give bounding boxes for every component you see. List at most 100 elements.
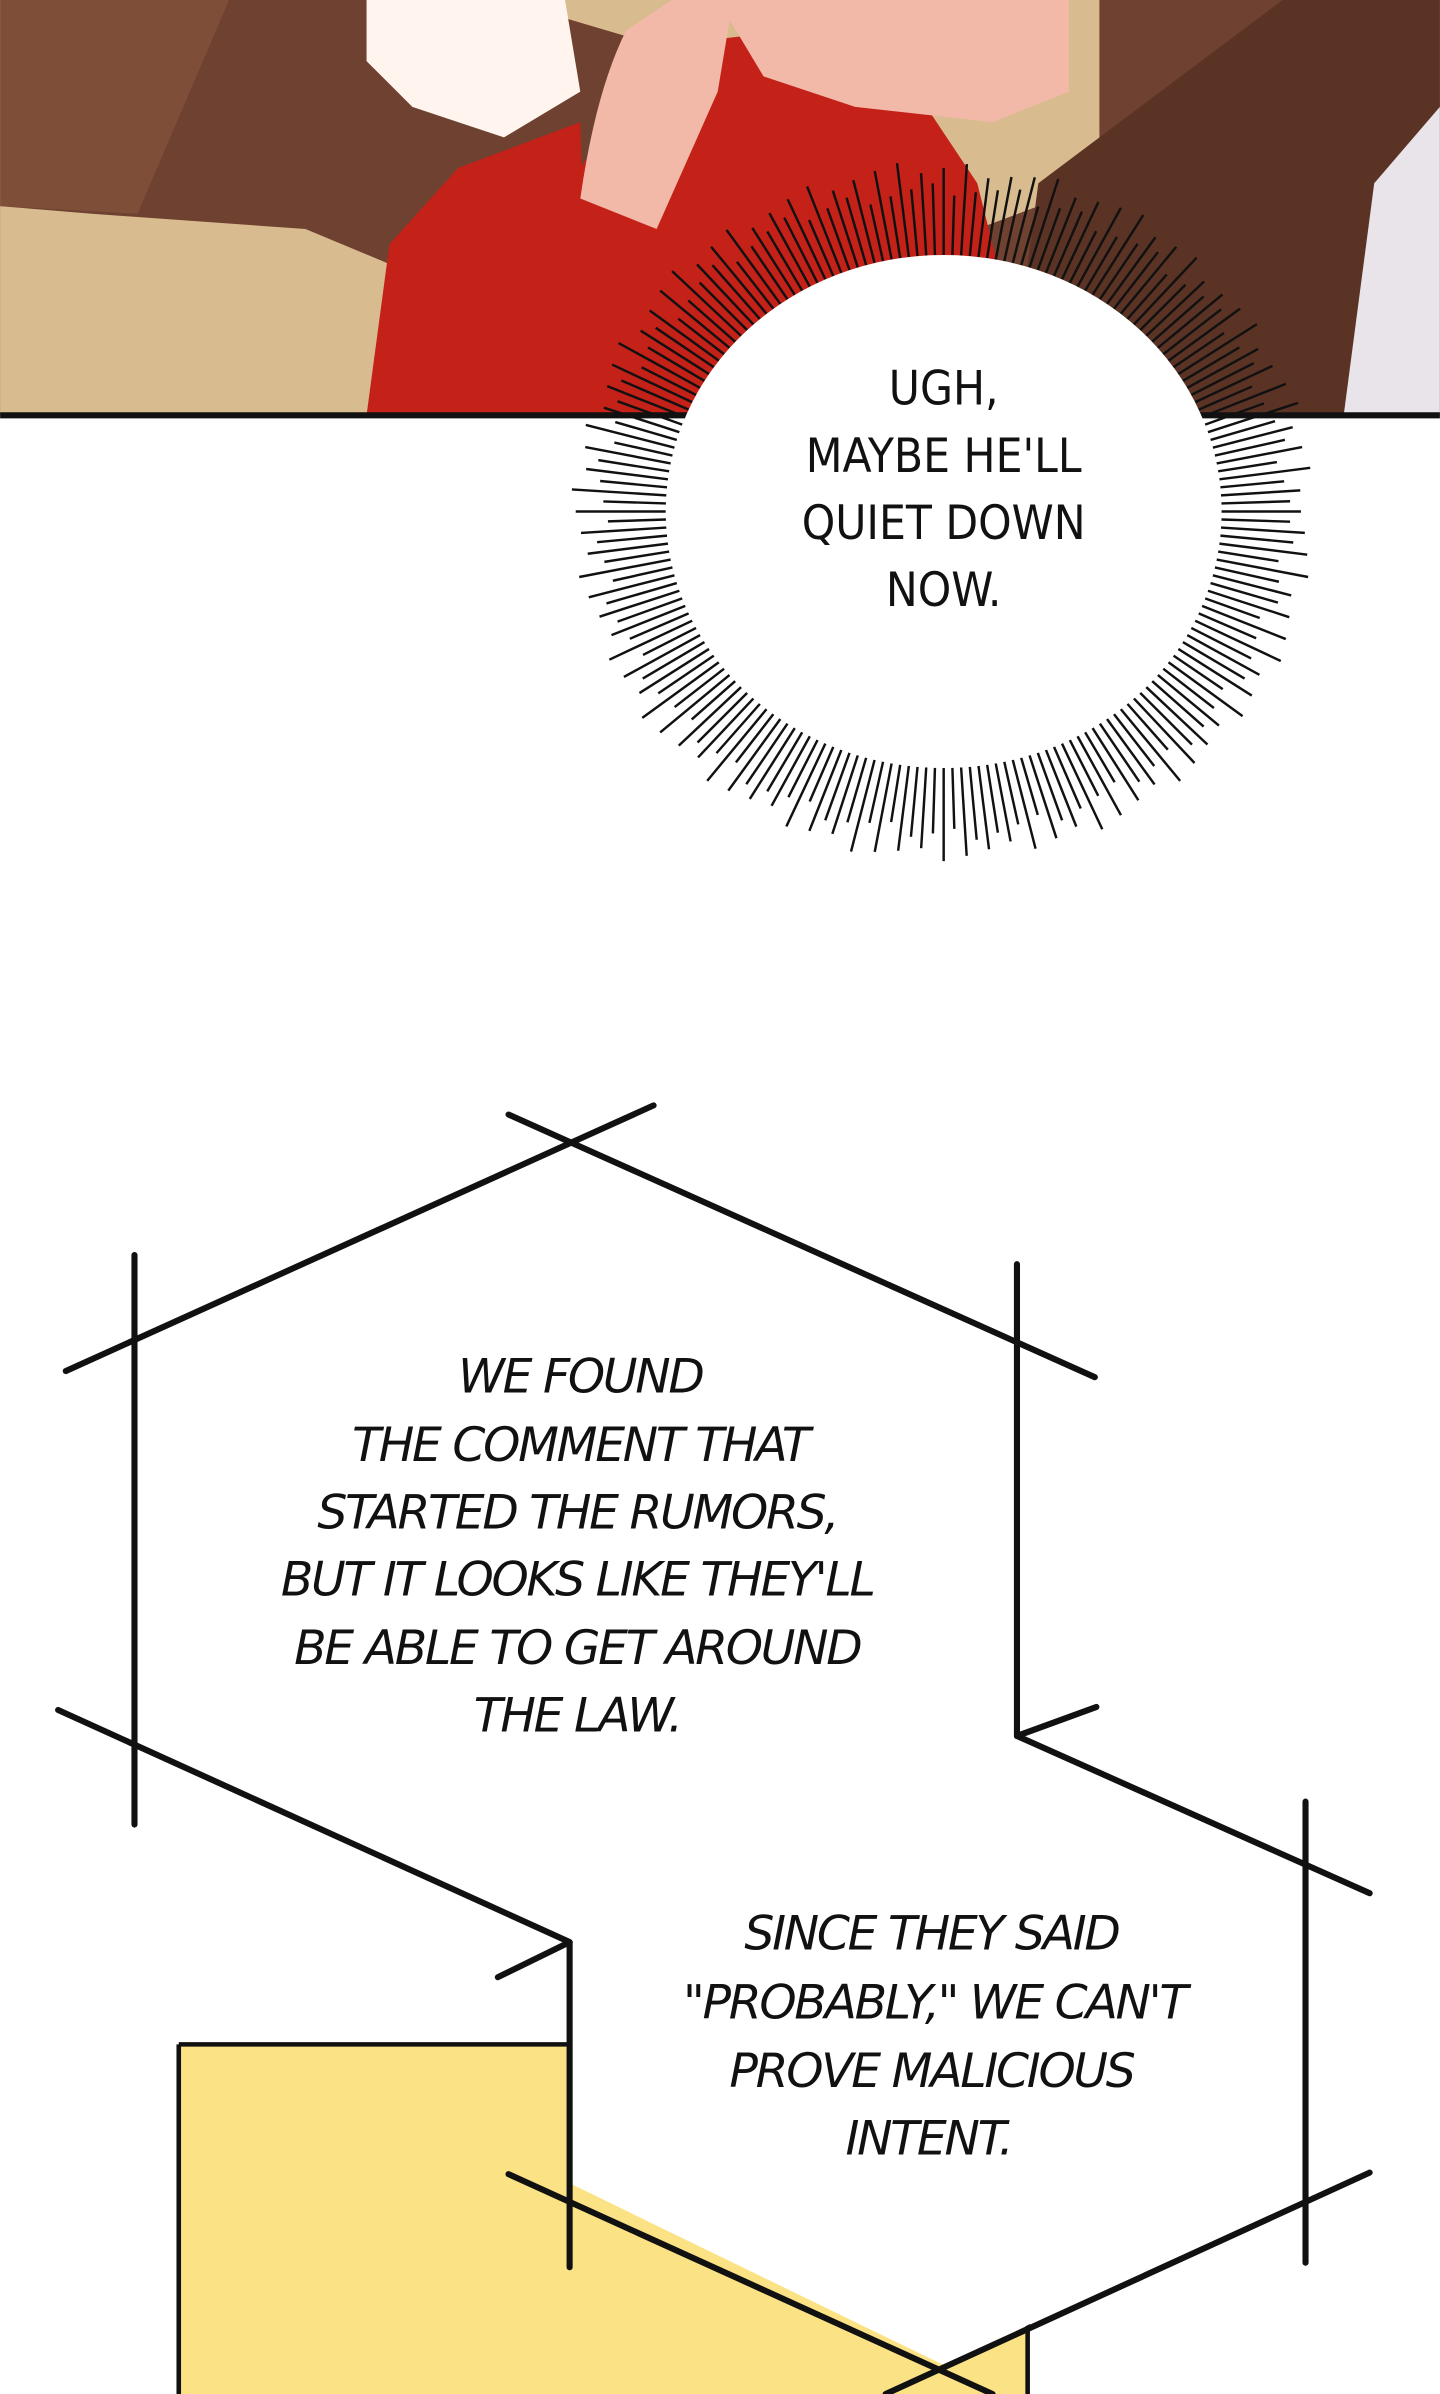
burst-spike bbox=[845, 197, 868, 266]
burst-spike bbox=[1106, 718, 1156, 786]
burst-spike bbox=[1167, 307, 1241, 362]
burst-spike bbox=[1091, 214, 1145, 296]
burst-spike bbox=[1220, 480, 1285, 489]
burst-spike bbox=[725, 229, 782, 305]
burst-spike bbox=[1212, 425, 1293, 449]
burst-spike bbox=[846, 757, 868, 823]
burst-spike bbox=[617, 341, 701, 389]
burst-spike bbox=[1217, 550, 1279, 563]
burst-line-2: MAYBE HE'LL bbox=[806, 429, 1082, 484]
burst-spike bbox=[1177, 647, 1253, 697]
burst-spike bbox=[677, 317, 725, 356]
burst-spike bbox=[1198, 385, 1253, 411]
burst-spike bbox=[1119, 708, 1182, 782]
burst-spike bbox=[614, 441, 673, 457]
burst-spike bbox=[1210, 419, 1276, 442]
burst-spike bbox=[968, 192, 978, 257]
burst-spike bbox=[1198, 612, 1257, 640]
hex1-line-5: BE ABLE TO GET AROUND bbox=[294, 1621, 861, 1676]
burst-spike bbox=[951, 195, 956, 256]
burst-spike bbox=[1207, 401, 1299, 434]
burst-spike bbox=[919, 767, 928, 849]
burst-spike bbox=[677, 686, 742, 747]
burst-spike bbox=[1076, 207, 1123, 288]
burst-spike bbox=[931, 767, 937, 834]
burst-spike bbox=[994, 763, 1012, 842]
burst-spike bbox=[687, 299, 737, 343]
burst-spike bbox=[968, 766, 978, 840]
burst-spike bbox=[959, 767, 968, 856]
burst-spike bbox=[617, 400, 683, 426]
burst-spike bbox=[1106, 236, 1157, 305]
burst-spike bbox=[1068, 739, 1100, 797]
burst-spike bbox=[1084, 236, 1119, 292]
burst-spike bbox=[596, 534, 668, 544]
burst-spike bbox=[1028, 755, 1058, 839]
burst-spike bbox=[710, 246, 768, 315]
burst-spike bbox=[831, 755, 859, 835]
burst-spike bbox=[931, 183, 937, 256]
burst-spike bbox=[785, 743, 827, 827]
burst-spike bbox=[783, 217, 819, 284]
burst-spike bbox=[1201, 382, 1287, 419]
burst-spike bbox=[748, 727, 796, 800]
burst-spikes bbox=[571, 162, 1311, 862]
burst-spike bbox=[617, 597, 683, 623]
burst-spike bbox=[1145, 686, 1209, 746]
burst-spike bbox=[1204, 597, 1261, 620]
burst-spike bbox=[1060, 201, 1100, 280]
burst-spike bbox=[571, 488, 667, 497]
burst-spike bbox=[745, 722, 789, 785]
hex1-line-3: STARTED THE RUMORS, bbox=[317, 1485, 837, 1540]
burst-spike bbox=[751, 227, 796, 296]
burst-spike bbox=[1220, 489, 1301, 497]
burst-spike bbox=[808, 749, 843, 832]
burst-spike bbox=[1145, 280, 1205, 337]
burst-spike bbox=[604, 550, 670, 564]
burst-spike bbox=[1139, 283, 1187, 331]
burst-spike bbox=[1221, 518, 1291, 523]
burst-spike bbox=[1217, 460, 1278, 473]
burst-spike bbox=[831, 190, 859, 268]
burst-spike bbox=[1219, 466, 1311, 481]
burst-spike bbox=[1098, 722, 1141, 783]
burst-spike bbox=[606, 385, 686, 419]
burst-spike bbox=[588, 574, 675, 599]
burst-spike bbox=[873, 170, 893, 260]
burst-line-3: QUIET DOWN bbox=[802, 496, 1086, 551]
burst-spike bbox=[623, 633, 701, 679]
burst-spike bbox=[1157, 674, 1220, 727]
burst-spike bbox=[696, 691, 749, 744]
burst-spike bbox=[909, 766, 919, 837]
burst-spike bbox=[608, 619, 693, 661]
burst-spike bbox=[606, 581, 678, 605]
burst-spike bbox=[612, 566, 673, 582]
burst-spike bbox=[1182, 346, 1240, 382]
burst-spike bbox=[659, 674, 731, 734]
burst-spike bbox=[873, 763, 893, 853]
burst-spike bbox=[1194, 619, 1282, 663]
hex1-line-6: THE LAW. bbox=[474, 1688, 681, 1743]
burst-spike bbox=[1139, 691, 1193, 746]
burst-spike bbox=[648, 309, 720, 362]
burst-spike bbox=[603, 500, 666, 505]
burst-spike bbox=[1003, 761, 1020, 825]
burst-spike bbox=[766, 731, 804, 793]
burst-spike bbox=[1028, 178, 1060, 268]
burst-spike bbox=[711, 264, 761, 320]
burst-spike bbox=[1201, 604, 1287, 641]
burst-spike bbox=[1220, 526, 1305, 535]
burst-spike bbox=[638, 647, 710, 695]
burst-spike bbox=[849, 759, 876, 852]
burst-spike bbox=[1172, 654, 1224, 691]
burst-spike bbox=[1126, 273, 1168, 320]
burst-spike bbox=[805, 185, 843, 274]
burst-spike bbox=[889, 764, 902, 823]
burst-spike bbox=[611, 604, 686, 637]
burst-spike bbox=[603, 406, 680, 434]
burst-spike bbox=[909, 189, 919, 257]
burst-spike bbox=[697, 697, 755, 759]
burst-spike bbox=[607, 518, 666, 523]
hex2-line-1: SINCE THEY SAID bbox=[744, 1907, 1119, 1962]
burst-spike bbox=[1133, 697, 1196, 764]
